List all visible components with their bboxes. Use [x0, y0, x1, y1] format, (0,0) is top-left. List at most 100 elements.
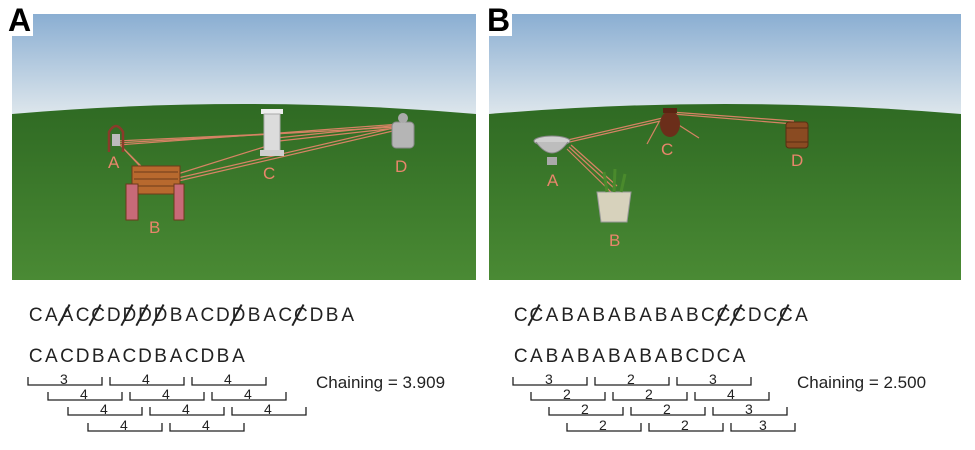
sequence-letter: D	[231, 305, 246, 326]
sequence-letter: B	[561, 305, 574, 326]
sequence-letter: D	[75, 346, 90, 367]
object-c-label: C	[263, 164, 275, 183]
sequence-letter: C	[716, 346, 731, 367]
bracket-groups: 3 2 3 2 2 4 2 2 3 2 2 3	[512, 371, 796, 433]
sequence-letter: B	[216, 346, 230, 367]
sequence-letter: C	[294, 305, 308, 326]
sequence-letter: A	[232, 346, 245, 367]
sequence-letter: B	[592, 305, 606, 326]
chaining-score: Chaining = 3.909	[316, 373, 446, 392]
bracket-label: 4	[80, 386, 88, 402]
sequence-letter: A	[670, 305, 684, 326]
sequence-letter: D	[701, 346, 715, 367]
sequence-letter: A	[60, 305, 74, 326]
sequence-letter: B	[608, 346, 621, 367]
sequence-letter: D	[153, 305, 168, 326]
bracket-label: 4	[142, 371, 150, 387]
sequence-letter: A	[341, 305, 355, 326]
sequence-letter: C	[184, 346, 199, 367]
sequence-letter: A	[654, 346, 668, 367]
sequence-letter: A	[561, 346, 574, 367]
bracket-label: 3	[745, 401, 753, 417]
object-d-label: D	[395, 157, 407, 176]
bracket-label: 3	[709, 371, 717, 387]
object-a-label: A	[547, 171, 559, 190]
object-a-icon	[533, 135, 571, 165]
bracket-label: 4	[224, 371, 232, 387]
bracket-label: 2	[663, 401, 671, 417]
sequence-letter: B	[91, 346, 105, 367]
object-c-icon	[260, 109, 284, 156]
sequence-letter: A	[185, 305, 199, 326]
sequence-letter: C	[200, 305, 215, 326]
bracket-label: 4	[120, 417, 128, 433]
sequence-letter: C	[91, 305, 106, 326]
bracket-label: 3	[545, 371, 553, 387]
sequence-letter: D	[747, 305, 762, 326]
sequence-letter: A	[545, 305, 559, 326]
bracket-label: 2	[681, 417, 689, 433]
sequence-letter: C	[716, 305, 731, 326]
sequence-letter: C	[513, 346, 528, 367]
sequence-letter: C	[529, 305, 544, 326]
sequence-letter: B	[623, 305, 637, 326]
object-d-icon	[785, 121, 809, 149]
object-c-label: C	[661, 140, 673, 159]
bracket-label: 2	[581, 401, 589, 417]
object-c-icon	[660, 108, 680, 137]
bracket-label: 3	[60, 371, 68, 387]
sequence-letter: C	[122, 346, 137, 367]
sequence-letter: C	[701, 305, 715, 326]
bracket-label: 2	[563, 386, 571, 402]
object-d-icon	[391, 113, 415, 149]
sequence-letter: B	[654, 305, 668, 326]
sequence-letter: D	[309, 305, 324, 326]
sequence-letter: A	[732, 346, 746, 367]
panel-letter: A	[6, 2, 34, 38]
sequence-letter: D	[138, 346, 152, 367]
bracket-label: 4	[100, 401, 108, 417]
sequence-letter: D	[216, 305, 230, 326]
bracket-label: 2	[599, 417, 607, 433]
sequence-letter: A	[45, 305, 58, 326]
bracket-label: 4	[202, 417, 210, 433]
sequence-letter: B	[576, 346, 590, 367]
bracket-label: 4	[244, 386, 252, 402]
bracket-label: 4	[264, 401, 272, 417]
sequence-letter: C	[685, 346, 700, 367]
sequence-letter: A	[530, 346, 543, 367]
sequence-letter: A	[592, 346, 606, 367]
object-b-label: B	[149, 218, 160, 237]
bracket-label: 3	[759, 417, 767, 433]
object-a-label: A	[108, 153, 120, 172]
sequence-letter: C	[779, 305, 793, 326]
sequence-letter: C	[278, 305, 293, 326]
sequence-letter: C	[732, 305, 746, 326]
sequence-letter: B	[545, 346, 559, 367]
sequence-letter: C	[513, 305, 528, 326]
bracket-groups: 3 4 4 4 4 4 4 4 4 4 4	[27, 371, 307, 433]
sequence-letter: C	[60, 346, 74, 367]
sequence-letter: A	[608, 305, 621, 326]
sequence-letter: B	[685, 305, 699, 326]
sequence-letter: B	[169, 305, 183, 326]
bracket-label: 2	[627, 371, 635, 387]
chaining-score: Chaining = 2.500	[797, 373, 927, 392]
sequence-letter: B	[639, 346, 652, 367]
sequence-letter: B	[247, 305, 261, 326]
sequence-letter: D	[122, 305, 137, 326]
bracket-label: 4	[182, 401, 190, 417]
object-b-icon	[125, 165, 185, 221]
sequence-letter: C	[28, 346, 43, 367]
bracket-label: 4	[727, 386, 735, 402]
panel-letter: B	[485, 2, 513, 38]
sequence-letter: A	[107, 346, 121, 367]
object-b-label: B	[609, 231, 620, 250]
sequence-letter: B	[154, 346, 167, 367]
sequence-letter: C	[763, 305, 778, 326]
